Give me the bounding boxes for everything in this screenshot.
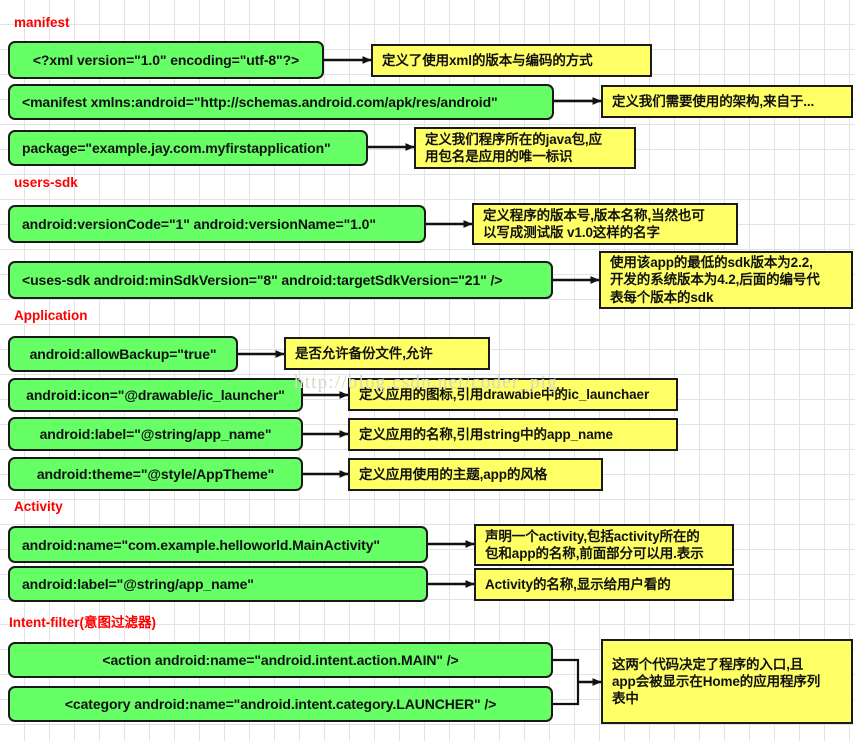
note-line: 是否允许备份文件,允许 bbox=[295, 345, 433, 361]
code-text: android:label="@string/app_name" bbox=[22, 576, 254, 592]
section-label-users-sdk: users-sdk bbox=[14, 175, 78, 190]
note-box-uses-sdk: 使用该app的最低的sdk版本为2.2, 开发的系统版本为4.2,后面的编号代 … bbox=[599, 251, 853, 309]
note-box-manifest-tag: 定义我们需要使用的架构,来自于... bbox=[601, 85, 853, 118]
code-box-theme[interactable]: android:theme="@style/AppTheme" bbox=[8, 457, 303, 491]
note-line: 表每个版本的sdk bbox=[610, 289, 714, 305]
note-line: Activity的名称,显示给用户看的 bbox=[485, 576, 671, 592]
section-label-manifest: manifest bbox=[14, 15, 70, 30]
code-text: android:icon="@drawable/ic_launcher" bbox=[26, 387, 285, 403]
code-box-version-attrs[interactable]: android:versionCode="1" android:versionN… bbox=[8, 205, 426, 243]
note-line: 定义我们需要使用的架构,来自于... bbox=[612, 93, 815, 109]
code-text: android:label="@string/app_name" bbox=[39, 426, 272, 442]
note-line: 定义我们程序所在的java包,应 bbox=[425, 131, 602, 147]
note-line: 定义程序的版本号,版本名称,当然也可 bbox=[483, 207, 705, 223]
code-box-app-label[interactable]: android:label="@string/app_name" bbox=[8, 417, 303, 451]
note-box-icon: 定义应用的图标,引用drawable中的ic_launchaer bbox=[348, 378, 678, 411]
note-line: 定义应用的名称,引用string中的app_name bbox=[359, 426, 613, 442]
note-line: 定义应用使用的主题,app的风格 bbox=[359, 466, 548, 482]
code-text: <action android:name="android.intent.act… bbox=[102, 652, 459, 668]
note-box-intent-filter: 这两个代码决定了程序的入口,且 app会被显示在Home的应用程序列 表中 bbox=[601, 639, 853, 724]
code-box-package[interactable]: package="example.jay.com.myfirstapplicat… bbox=[8, 130, 368, 166]
note-box-allow-backup: 是否允许备份文件,允许 bbox=[284, 337, 490, 370]
note-line: 表中 bbox=[612, 691, 639, 707]
note-line: 这两个代码决定了程序的入口,且 bbox=[612, 656, 804, 672]
code-box-allow-backup[interactable]: android:allowBackup="true" bbox=[8, 336, 238, 372]
note-line: 开发的系统版本为4.2,后面的编号代 bbox=[610, 272, 820, 288]
section-label-application: Application bbox=[14, 308, 88, 323]
note-box-activity-name: 声明一个activity,包括activity所在的 包和app的名称,前面部分… bbox=[474, 524, 734, 566]
code-text: android:allowBackup="true" bbox=[29, 346, 217, 362]
note-line: 定义了使用xml的版本与编码的方式 bbox=[382, 52, 593, 68]
code-text: <category android:name="android.intent.c… bbox=[64, 696, 497, 712]
code-box-activity-name[interactable]: android:name="com.example.helloworld.Mai… bbox=[8, 526, 428, 563]
code-box-intent-category[interactable]: <category android:name="android.intent.c… bbox=[8, 686, 553, 722]
code-text: <manifest xmlns:android="http://schemas.… bbox=[22, 94, 498, 110]
code-text: android:name="com.example.helloworld.Mai… bbox=[22, 536, 380, 553]
note-box-xml-declaration: 定义了使用xml的版本与编码的方式 bbox=[371, 44, 652, 77]
code-box-uses-sdk[interactable]: <uses-sdk android:minSdkVersion="8" andr… bbox=[8, 261, 553, 299]
note-line: 以写成测试版 v1.0这样的名字 bbox=[483, 225, 660, 240]
note-box-version-attrs: 定义程序的版本号,版本名称,当然也可 以写成测试版 v1.0这样的名字 bbox=[472, 203, 738, 245]
note-line: 声明一个activity,包括activity所在的 bbox=[485, 528, 700, 544]
note-line: 定义应用的图标,引用drawable中的ic_launchaer bbox=[359, 386, 650, 402]
code-text: <uses-sdk android:minSdkVersion="8" andr… bbox=[22, 272, 503, 288]
note-box-activity-label: Activity的名称,显示给用户看的 bbox=[474, 568, 734, 601]
note-line: 使用该app的最低的sdk版本为2.2, bbox=[610, 255, 813, 271]
code-text: <?xml version="1.0" encoding="utf-8"?> bbox=[32, 52, 300, 68]
code-text: android:theme="@style/AppTheme" bbox=[36, 466, 275, 482]
note-box-package: 定义我们程序所在的java包,应 用包名是应用的唯一标识 bbox=[414, 127, 636, 169]
note-line: 包和app的名称,前面部分可以用.表示 bbox=[485, 546, 704, 561]
note-box-theme: 定义应用使用的主题,app的风格 bbox=[348, 458, 603, 491]
code-box-icon[interactable]: android:icon="@drawable/ic_launcher" bbox=[8, 378, 303, 412]
code-box-activity-label[interactable]: android:label="@string/app_name" bbox=[8, 566, 428, 602]
section-label-activity: Activity bbox=[14, 499, 63, 514]
code-box-xml-declaration[interactable]: <?xml version="1.0" encoding="utf-8"?> bbox=[8, 41, 324, 79]
section-label-intent-filter: Intent-filter(意图过滤器) bbox=[9, 615, 156, 630]
code-text: package="example.jay.com.myfirstapplicat… bbox=[22, 140, 331, 156]
note-box-app-label: 定义应用的名称,引用string中的app_name bbox=[348, 418, 678, 451]
code-box-manifest-tag[interactable]: <manifest xmlns:android="http://schemas.… bbox=[8, 84, 554, 120]
code-box-intent-action[interactable]: <action android:name="android.intent.act… bbox=[8, 642, 553, 678]
note-line: app会被显示在Home的应用程序列 bbox=[612, 673, 821, 689]
code-text: android:versionCode="1" android:versionN… bbox=[22, 216, 376, 232]
note-line: 用包名是应用的唯一标识 bbox=[425, 149, 573, 164]
